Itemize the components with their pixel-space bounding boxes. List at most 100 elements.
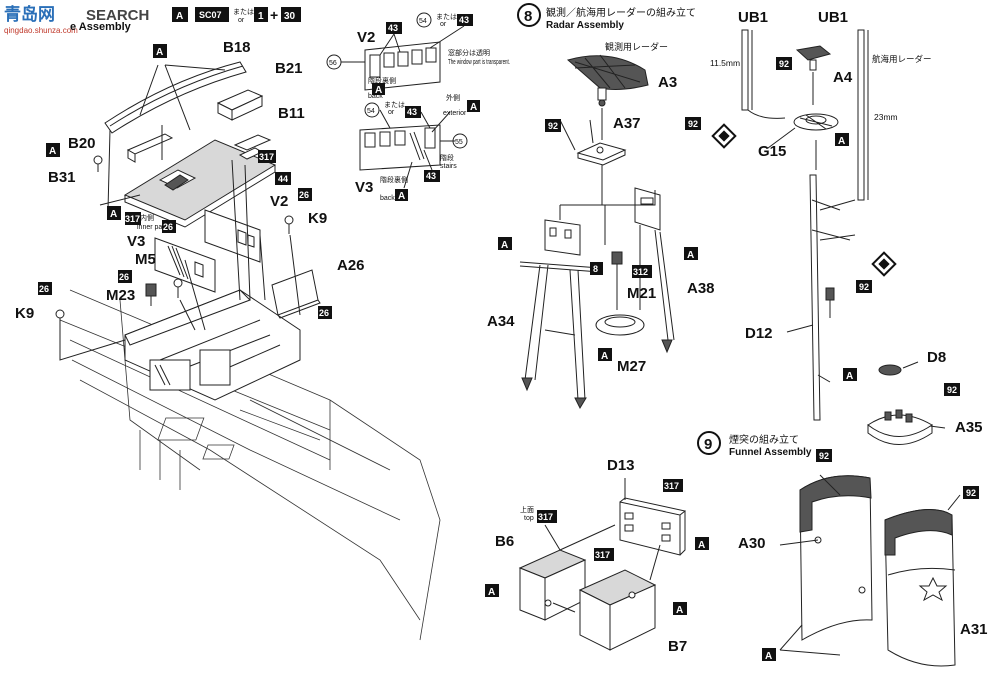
funnel-title-en: Funnel Assembly: [729, 447, 812, 458]
svg-text:A: A: [176, 11, 183, 22]
part-m21: [611, 251, 623, 265]
svg-text:23mm: 23mm: [874, 112, 898, 122]
svg-text:54: 54: [367, 108, 375, 115]
header: 青岛网 qingdao.shunza.com SEARCH e Assembly…: [4, 4, 301, 35]
svg-text:317: 317: [259, 152, 274, 162]
svg-text:階段裏側: 階段裏側: [368, 76, 396, 85]
funnel-emblem: [918, 576, 948, 602]
part-v3: [154, 237, 216, 293]
label-a30: A30: [738, 535, 766, 552]
detail-label-v2: V2: [357, 29, 375, 46]
svg-text:A: A: [110, 209, 117, 220]
svg-text:92: 92: [859, 282, 869, 292]
svg-text:stairs: stairs: [440, 163, 457, 170]
detail-codes: 56 54 54 55 43 43 43 43 A A A: [326, 12, 480, 202]
svg-text:または: または: [384, 101, 405, 109]
svg-text:A: A: [488, 587, 495, 598]
label-m21: M21: [627, 285, 656, 302]
part-a38: [634, 187, 661, 231]
label-d12: D12: [745, 325, 773, 342]
radar-assembly: 8 観測／航海用レーダーの組み立て Radar Assembly 観測用レーダー: [487, 3, 715, 410]
svg-text:航海用レーダー: 航海用レーダー: [872, 54, 932, 64]
svg-text:SC07: SC07: [199, 10, 222, 20]
part-a4: [795, 45, 832, 61]
label-a38: A38: [687, 280, 715, 297]
svg-text:8: 8: [593, 264, 598, 274]
svg-text:上面: 上面: [520, 505, 534, 514]
bridge-on-hull: [124, 289, 301, 401]
label-g15: G15: [758, 143, 786, 160]
svg-text:+: +: [270, 7, 278, 23]
svg-text:54: 54: [419, 18, 427, 25]
funnel-code-tags: 92 92 A: [762, 449, 979, 662]
label-a31: A31: [960, 621, 988, 638]
label-a37: A37: [613, 115, 641, 132]
svg-text:26: 26: [299, 190, 309, 200]
ref-num1-tag: [254, 7, 268, 22]
part-b20: [126, 133, 174, 155]
label-b7: B7: [668, 638, 687, 655]
label-ub1-right: UB1: [818, 9, 848, 26]
label-a35: A35: [955, 419, 983, 436]
part-m23: [145, 283, 157, 297]
label-a26: A26: [337, 257, 365, 274]
svg-text:43: 43: [459, 15, 469, 25]
svg-text:内側: 内側: [140, 213, 154, 222]
label-m5: M5: [135, 251, 156, 268]
svg-text:A: A: [156, 47, 163, 58]
svg-text:または: または: [233, 8, 254, 16]
step-title-partial: e Assembly: [70, 21, 132, 33]
label-d13: D13: [607, 457, 635, 474]
svg-text:A: A: [49, 146, 56, 157]
svg-text:56: 56: [329, 60, 337, 67]
svg-text:26: 26: [319, 308, 329, 318]
svg-text:43: 43: [426, 171, 436, 181]
svg-text:A: A: [601, 351, 608, 362]
label-a3: A3: [658, 74, 677, 91]
ref-sc-tag: [195, 7, 229, 22]
svg-text:92: 92: [966, 488, 976, 498]
box-assembly: D13 B6 B7 上面 top 317 317 317 A A A: [485, 457, 709, 655]
svg-text:30: 30: [284, 11, 296, 22]
ref-num2-tag: [281, 7, 301, 22]
funnel-title-ja: 煙突の組み立て: [729, 433, 799, 446]
svg-text:階段: 階段: [440, 153, 454, 162]
svg-text:A: A: [838, 136, 845, 147]
radar-title-ja: 観測／航海用レーダーの組み立て: [546, 6, 696, 19]
ref-part-tag: [172, 7, 188, 22]
label-b21: B21: [275, 60, 303, 77]
svg-text:26: 26: [119, 272, 129, 282]
svg-text:inner part: inner part: [137, 224, 167, 231]
svg-text:back: back: [380, 195, 395, 202]
step-9-badge: [697, 431, 721, 455]
label-b11: B11: [278, 105, 305, 122]
part-b18: [104, 61, 247, 134]
part-m27: [595, 314, 645, 336]
ub1-right-bar: [857, 29, 865, 201]
label-k9-left: K9: [15, 305, 34, 322]
watermark-search: SEARCH: [86, 7, 149, 24]
svg-text:92: 92: [779, 59, 789, 69]
part-a35: [867, 423, 933, 445]
svg-text:A: A: [501, 240, 508, 251]
label-v3: V3: [127, 233, 145, 250]
svg-text:または: または: [436, 13, 457, 21]
svg-text:A: A: [398, 191, 405, 202]
label-ub1-left: UB1: [738, 9, 768, 26]
svg-text:A: A: [846, 371, 853, 382]
svg-text:back: back: [368, 93, 383, 100]
part-d12: [809, 174, 821, 421]
watermark-logo: 青岛网: [4, 4, 55, 24]
label-b31: B31: [48, 169, 76, 186]
box-code-tags: 317 317 317 A A A: [485, 479, 709, 616]
svg-text:1: 1: [258, 11, 264, 22]
bridge-code-tags: A A A 317 44 26 317 26 26 26 26: [38, 44, 332, 319]
label-v2: V2: [270, 193, 288, 210]
label-m27: M27: [617, 358, 646, 375]
svg-text:43: 43: [388, 23, 398, 33]
label-a34: A34: [487, 313, 515, 330]
funnel-assembly: 9 煙突の組み立て Funnel Assembly A30 A31 92 92 …: [697, 431, 988, 667]
ub1-left-bar: [741, 29, 749, 111]
svg-text:92: 92: [688, 119, 698, 129]
bridge-assembly: B18 B21 B11 B20 B31 V2 K9 V3 M5 M23 K9 A…: [15, 39, 441, 641]
